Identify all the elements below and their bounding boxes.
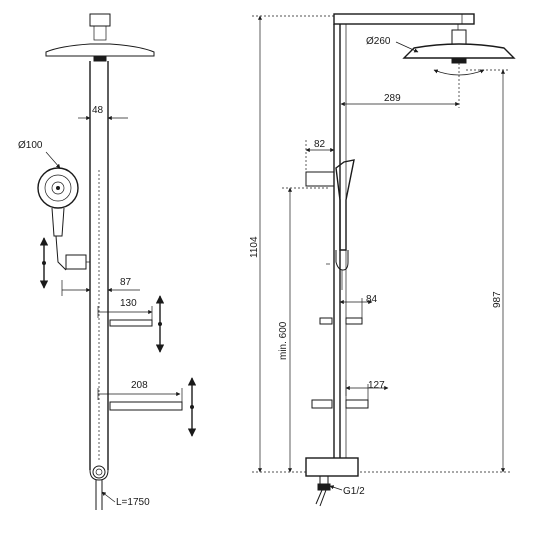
dim-overhead-diameter: Ø260 [366, 36, 419, 53]
dim-label-handshower-diameter: Ø100 [18, 140, 43, 151]
side-handshower-holder: 82 [305, 139, 335, 187]
front-mixer-knob [89, 465, 109, 510]
side-overhead-shower [402, 29, 516, 108]
dim-label-hose-length: L=1750 [116, 497, 150, 508]
dim-handshower-diameter: Ø100 [18, 140, 61, 169]
dim-label-holder-projection: 82 [314, 139, 326, 150]
dim-label-bar-width: 48 [92, 105, 104, 116]
side-shower-arm [333, 13, 475, 30]
dim-min-height: min. 600 [278, 187, 330, 473]
dim-inlet-thread: G1/2 [329, 485, 365, 497]
side-hand-shower [326, 159, 355, 290]
dim-label-inlet-thread: G1/2 [343, 486, 365, 497]
front-hand-shower [37, 167, 90, 271]
front-small-shelf: 130 [97, 298, 153, 327]
dim-label-overhead-diameter: Ø260 [366, 36, 391, 47]
dim-label-large-shelf-depth: 127 [368, 380, 385, 391]
dim-hose-length: L=1750 [101, 491, 150, 508]
side-view: 1104 min. 600 Ø260 289 [249, 13, 516, 507]
dim-label-total-height: 1104 [249, 236, 260, 258]
dim-label-small-shelf-depth: 84 [366, 294, 378, 305]
front-large-shelf: 208 [97, 380, 183, 411]
dim-label-large-shelf: 208 [131, 380, 148, 391]
side-large-shelf: 127 [311, 380, 389, 409]
dim-arm-projection: 289 [340, 93, 460, 107]
front-overhead-shower [45, 13, 155, 62]
side-small-shelf: 84 [319, 292, 378, 325]
dim-bar-width: 48 [78, 105, 128, 121]
dim-label-bracket-depth: 87 [120, 277, 132, 288]
dim-head-height: 987 [360, 69, 510, 473]
front-adjust-arrow-small-shelf [155, 295, 165, 353]
dim-label-min-height: min. 600 [278, 321, 289, 360]
dim-label-small-shelf: 130 [120, 298, 137, 309]
dim-bracket-depth: 87 [61, 277, 140, 296]
side-mixer-block [305, 457, 359, 507]
front-view: 48 Ø100 87 [18, 13, 197, 510]
front-vertical-bar [89, 61, 109, 470]
dim-total-height: 1104 [249, 15, 336, 473]
dim-label-arm-projection: 289 [384, 93, 401, 104]
front-adjust-arrow-handshower [39, 237, 49, 289]
dim-label-head-height: 987 [492, 291, 503, 308]
front-adjust-arrow-large-shelf [187, 377, 197, 437]
